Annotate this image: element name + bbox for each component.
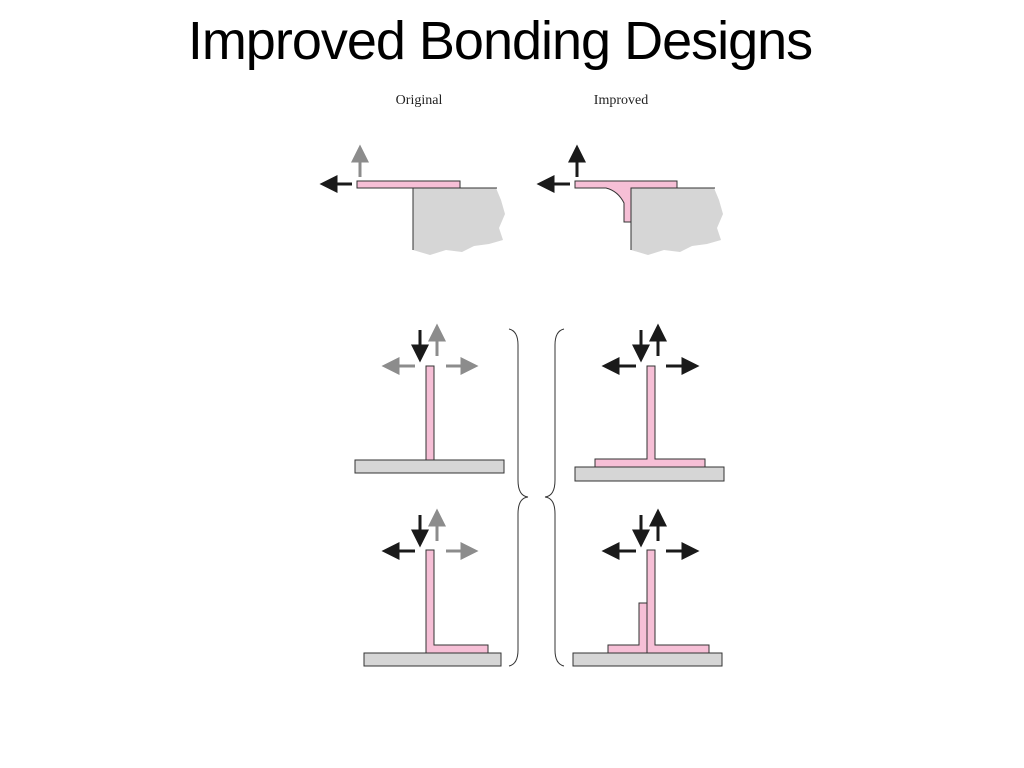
base-plate: [363, 652, 502, 667]
left-curly-brace: [544, 328, 565, 667]
l-joint-original: [363, 508, 502, 667]
base-plate: [574, 466, 725, 482]
double-l-joint-improved: [572, 508, 723, 667]
base-plate: [354, 459, 505, 474]
adhesive-strip-with-fillet: [574, 180, 678, 223]
l-section-member: [425, 549, 489, 654]
column-label-original: Original: [395, 93, 443, 108]
t-section-member: [594, 365, 706, 468]
adhesive-strip: [356, 180, 461, 189]
slide-title: Improved Bonding Designs: [187, 11, 813, 71]
vertical-member: [425, 365, 435, 461]
lap-edge-original: [319, 144, 505, 255]
column-label-improved: Improved: [593, 93, 649, 108]
substrate-block: [413, 188, 505, 255]
l-section-member-right: [646, 549, 710, 654]
l-section-member-left: [607, 602, 648, 654]
right-curly-brace: [508, 328, 529, 667]
substrate-block: [631, 188, 723, 255]
t-joint-original: [354, 323, 505, 474]
t-joint-improved: [574, 323, 725, 482]
base-plate: [572, 652, 723, 667]
lap-edge-improved: [536, 144, 723, 255]
